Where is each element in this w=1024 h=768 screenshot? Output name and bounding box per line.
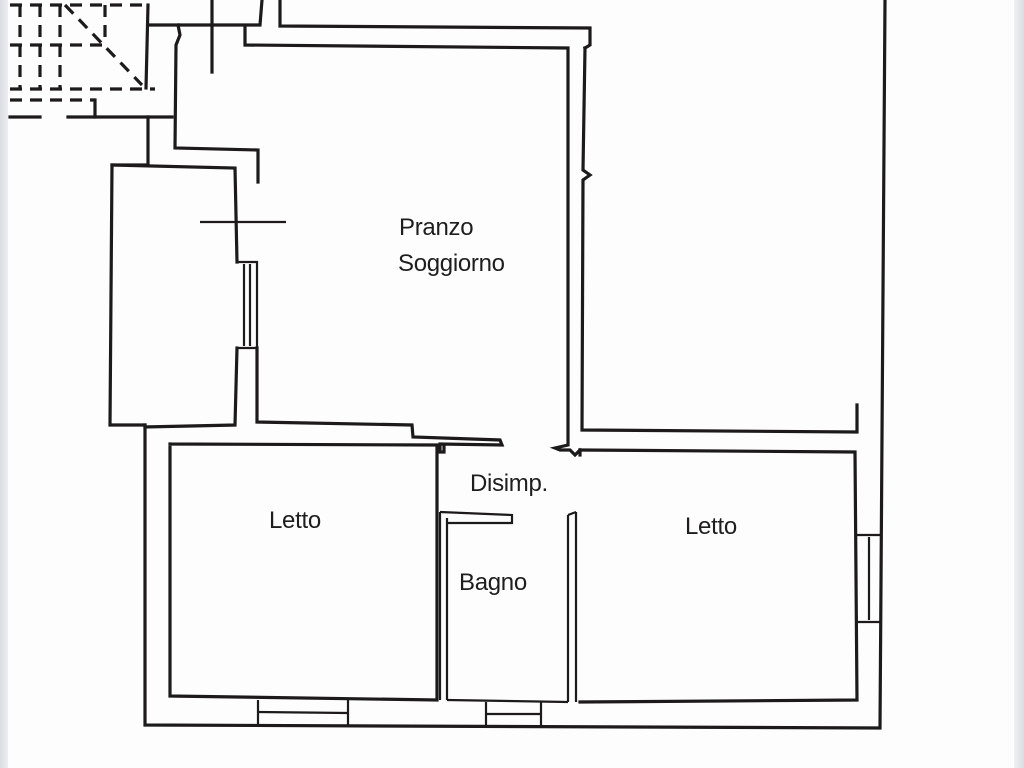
staircase-icon — [8, 3, 174, 119]
window-left-bedroom — [256, 700, 350, 725]
room-label-soggiorno: Soggiorno — [398, 250, 505, 277]
viewer-left-edge — [0, 0, 8, 768]
storage-closet — [108, 115, 286, 429]
left-bedroom-walls — [168, 442, 439, 702]
room-label-bagno: Bagno — [459, 569, 527, 596]
viewer-right-edge — [1014, 0, 1024, 768]
bathroom-walls — [438, 510, 578, 704]
room-label-disimpegno: Disimp. — [470, 470, 548, 497]
window-right-bedroom — [857, 533, 882, 624]
room-label-pranzo: Pranzo — [399, 214, 474, 241]
room-label-letto-left: Letto — [269, 507, 321, 534]
right-bedroom-walls — [578, 448, 859, 704]
living-bottom-wall — [143, 0, 887, 730]
entrance-walls — [146, 0, 859, 458]
window-bathroom — [484, 702, 543, 726]
room-label-letto-right: Letto — [685, 513, 737, 540]
